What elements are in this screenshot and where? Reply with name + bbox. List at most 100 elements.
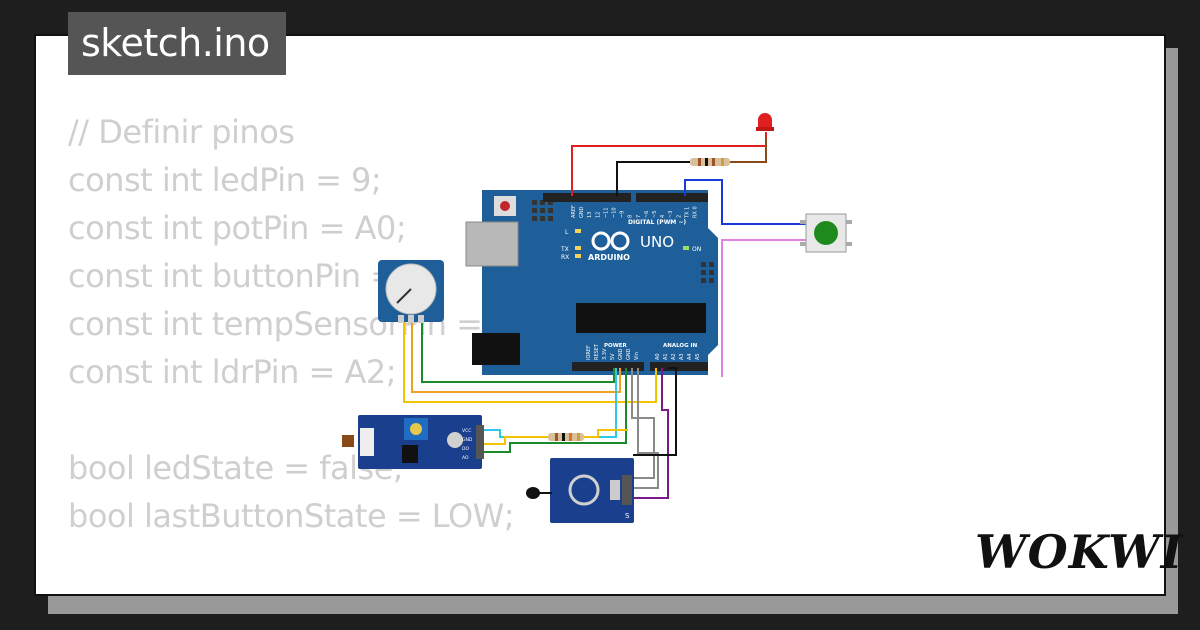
- red-led[interactable]: [756, 113, 774, 131]
- on-led: [683, 246, 689, 250]
- code-line: bool lastButtonState = LOW;: [68, 497, 515, 535]
- ldr-chip: [402, 445, 418, 463]
- digital-pin-label: 8: [628, 215, 634, 218]
- wire-a2-ldr[interactable]: [633, 367, 677, 456]
- ldr-module[interactable]: VCC GND DO AO: [342, 415, 484, 469]
- wire-pot-5v[interactable]: [411, 322, 621, 393]
- push-button-cap[interactable]: [814, 221, 838, 245]
- analog-pin-label: A1: [663, 353, 669, 360]
- digital-pin-label: ~11: [603, 207, 609, 218]
- temperature-sensor-module[interactable]: S: [526, 458, 634, 523]
- ldr-resistor[interactable]: [548, 433, 584, 441]
- digital-pin-label: 4: [660, 215, 666, 218]
- digital-pin-label: ~6: [644, 211, 650, 218]
- arduino-infinity-logo: [591, 231, 630, 251]
- rx-led: [575, 254, 581, 258]
- code-line: const int potPin = A0;: [68, 209, 407, 247]
- wire-temp-vcc[interactable]: [633, 368, 659, 489]
- digital-pin-label: 2: [676, 215, 682, 218]
- arduino-uno-board[interactable]: UNO ARDUINO DIGITAL (PWM ~) POWER ANALOG…: [465, 190, 718, 375]
- wire-pot-gnd[interactable]: [421, 322, 615, 383]
- potentiometer[interactable]: [378, 260, 444, 323]
- wire-pot-a0[interactable]: [403, 322, 657, 403]
- power-pin-label: GND: [626, 348, 632, 360]
- wire-resistor-led[interactable]: [730, 138, 767, 163]
- code-line: void setup() {: [68, 588, 544, 594]
- wires: [403, 132, 806, 499]
- analog-header: [650, 362, 708, 371]
- file-tab[interactable]: sketch.ino: [68, 12, 286, 75]
- analog-pin-label: A3: [679, 353, 685, 360]
- code-line: const int buttonPin = 2;: [68, 257, 437, 295]
- code-line: const int ldrPin = A2;: [68, 353, 397, 391]
- power-pin-label: IOREF: [586, 345, 592, 360]
- digital-pin-label: ~9: [620, 211, 626, 218]
- usb-port: [465, 221, 519, 267]
- digital-header-label: DIGITAL (PWM ~): [628, 219, 686, 226]
- digital-pin-label: GND: [579, 206, 585, 218]
- wire-5v-button[interactable]: [721, 239, 806, 377]
- digital-pin-label: AREF: [571, 205, 577, 218]
- wire-pin2-button[interactable]: [684, 179, 806, 225]
- tx-label: TX: [560, 246, 569, 253]
- wire-temp-gnd[interactable]: [631, 368, 655, 479]
- ldr-pin-label: AO: [462, 455, 469, 461]
- analog-pin-label: A4: [687, 353, 693, 360]
- digital-pin-label: TX 1: [684, 207, 690, 219]
- photoresistor: [342, 435, 354, 447]
- digital-pin-label: ~5: [652, 211, 658, 218]
- led-resistor[interactable]: [690, 158, 730, 166]
- ldr-pin-label: VCC: [462, 428, 471, 434]
- digital-pin-label: 7: [636, 215, 642, 218]
- digital-pin-label: ~10: [612, 207, 618, 218]
- push-button[interactable]: [800, 213, 852, 253]
- l-led-label: L: [565, 229, 569, 236]
- temp-signal-pin-label: S: [625, 512, 630, 520]
- code-line: const int ledPin = 9;: [68, 161, 382, 199]
- wire-pin9-resistor[interactable]: [616, 161, 690, 196]
- thermistor: [526, 487, 540, 499]
- wire-temp-signal[interactable]: [633, 368, 669, 499]
- wire-led-anode[interactable]: [571, 132, 767, 196]
- wire-ldr-gnd[interactable]: [480, 368, 627, 453]
- wokwi-logo: WOKWI: [975, 525, 1184, 579]
- icsp-header: [532, 200, 553, 221]
- digital-header-left: [543, 193, 631, 202]
- analog-pin-label: A2: [671, 353, 677, 360]
- power-pin-label: 3.3V: [602, 348, 608, 360]
- board-brand-label: ARDUINO: [588, 253, 630, 262]
- reset-button-cap[interactable]: [500, 201, 510, 211]
- dc-jack: [472, 333, 520, 365]
- icsp2-header: [701, 262, 714, 283]
- atmega-chip: [576, 303, 706, 333]
- power-pin-label: 5V: [610, 353, 616, 360]
- rx-label: RX: [561, 254, 569, 261]
- wire-ldr-vcc[interactable]: [480, 368, 617, 438]
- power-header: [572, 362, 644, 371]
- power-label: POWER: [604, 343, 628, 349]
- power-pin-label: GND: [618, 348, 624, 360]
- on-led-label: ON: [692, 246, 701, 253]
- potentiometer-knob-indicator: [396, 288, 412, 304]
- analog-in-label: ANALOG IN: [663, 343, 698, 349]
- power-pin-label: RESET: [594, 343, 600, 360]
- wire-resistor-a2[interactable]: [584, 429, 628, 438]
- power-pin-label: Vin: [634, 352, 640, 360]
- board-model-label: UNO: [640, 233, 674, 251]
- digital-pin-label: ~3: [668, 211, 674, 218]
- analog-pin-label: A0: [655, 353, 661, 360]
- tx-led: [575, 246, 581, 250]
- analog-pin-label: A5: [695, 353, 701, 360]
- digital-pin-label: 13: [587, 212, 593, 218]
- code-line: // Definir pinos: [68, 113, 295, 151]
- l-led: [575, 229, 581, 233]
- digital-pin-label: 12: [595, 212, 601, 218]
- ldr-pin-label: DO: [462, 446, 469, 452]
- wire-ldr-ao-resistor[interactable]: [480, 436, 548, 445]
- digital-header-right: [636, 193, 708, 202]
- ldr-pin-label: GND: [462, 437, 473, 443]
